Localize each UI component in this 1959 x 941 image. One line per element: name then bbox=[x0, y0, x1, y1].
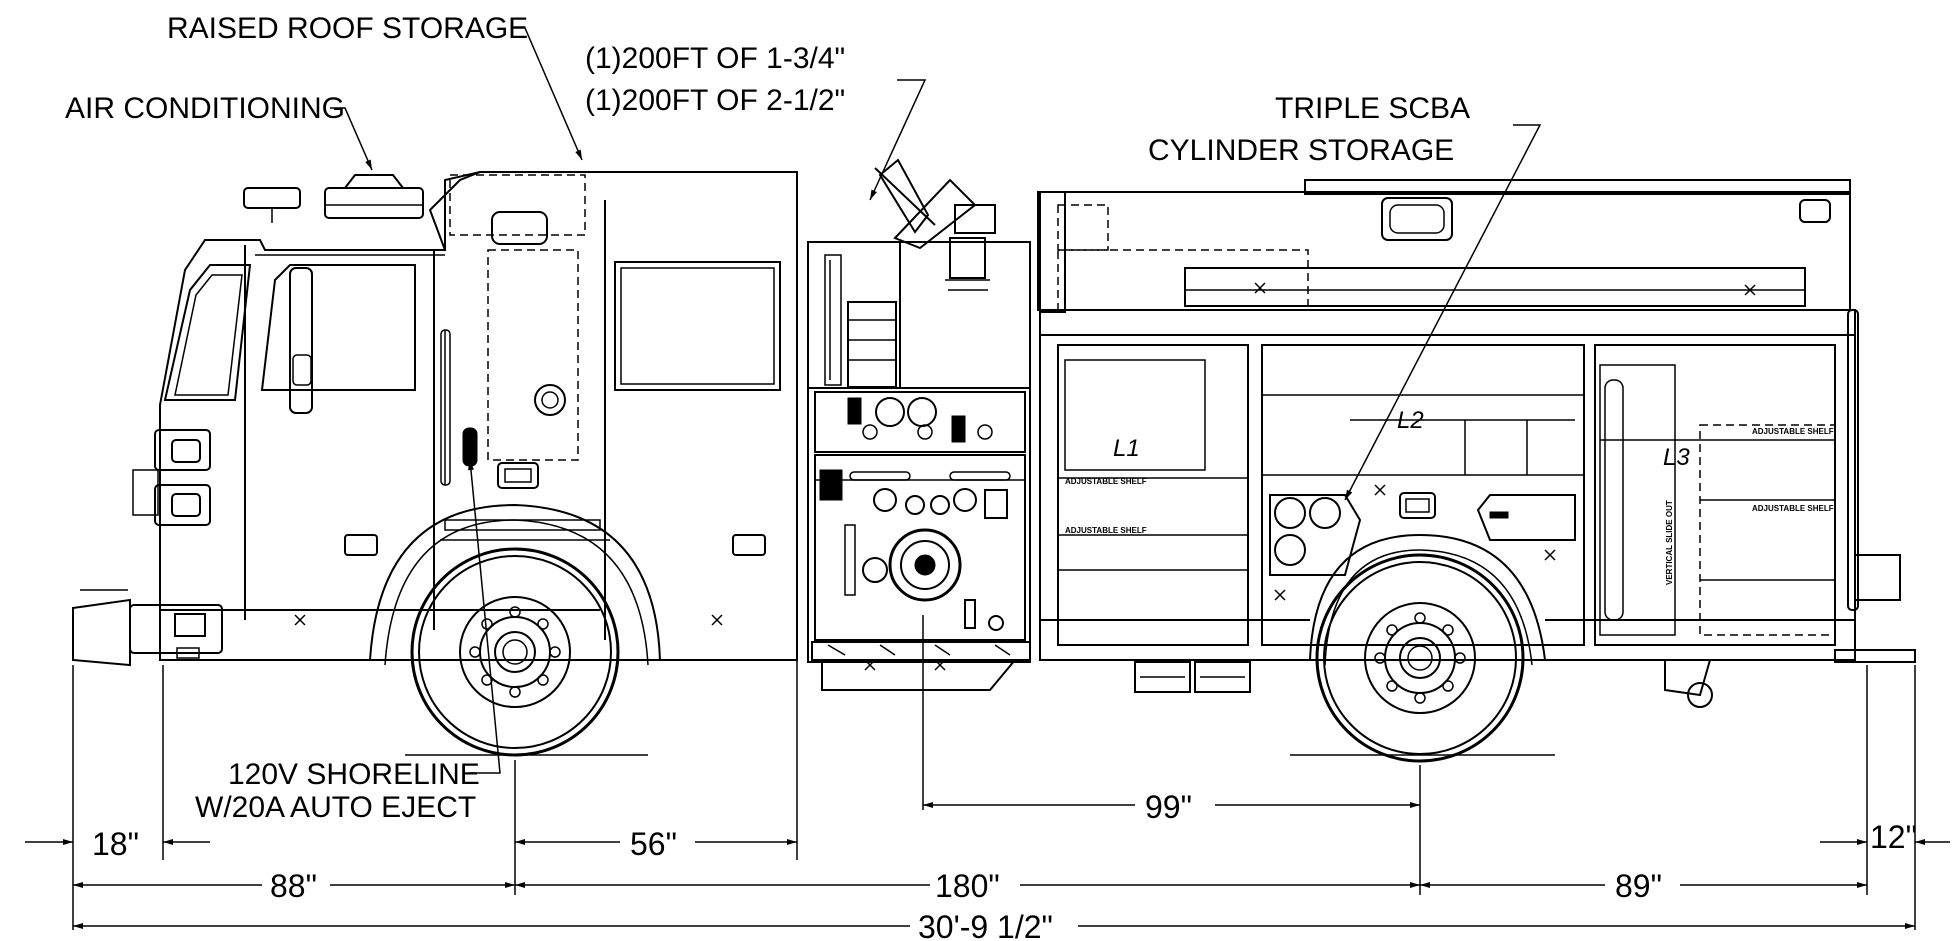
shelf-label: ADJUSTABLE SHELF bbox=[1752, 504, 1834, 513]
slide-out-label: VERTICAL SLIDE OUT bbox=[1665, 500, 1674, 585]
dimension-88-text: 88" bbox=[270, 868, 317, 904]
dimension-89: 89" bbox=[1420, 868, 1867, 904]
dimension-overall: 30'-9 1/2" bbox=[73, 909, 1915, 941]
front-wheel bbox=[410, 547, 620, 757]
dimension-overall-text: 30'-9 1/2" bbox=[918, 909, 1053, 941]
dimension-99: 99" bbox=[923, 789, 1420, 825]
callout-air-conditioning: AIR CONDITIONING bbox=[65, 92, 373, 171]
shelf-label: ADJUSTABLE SHELF bbox=[1065, 477, 1147, 486]
callout-shoreline: 120V SHORELINE W/20A AUTO EJECT bbox=[195, 459, 501, 824]
dimension-12-text: 12" bbox=[1870, 819, 1917, 855]
dimension-180: 180" bbox=[515, 868, 1420, 904]
dimension-99-text: 99" bbox=[1145, 789, 1192, 825]
callout-scba-storage: TRIPLE SCBA CYLINDER STORAGE bbox=[1148, 92, 1542, 501]
callout-hose-text-1: (1)200FT OF 1-3/4" bbox=[585, 42, 845, 75]
rear-wheel bbox=[1315, 553, 1525, 763]
callout-scba-text-1: TRIPLE SCBA bbox=[1275, 92, 1470, 125]
dimension-18-text: 18" bbox=[92, 826, 139, 862]
dimension-180-text: 180" bbox=[935, 868, 1000, 904]
dimension-89-text: 89" bbox=[1615, 868, 1662, 904]
dimension-56: 56" bbox=[515, 826, 797, 862]
dimension-extension-lines bbox=[72, 615, 1916, 930]
shelf-label: ADJUSTABLE SHELF bbox=[1752, 427, 1834, 436]
dimension-18: 18" bbox=[25, 826, 210, 862]
pump-module bbox=[807, 158, 1031, 691]
callout-hose-text-2: (1)200FT OF 2-1/2" bbox=[585, 84, 845, 117]
compartment-label-l2: L2 bbox=[1397, 407, 1424, 434]
compartment-label-l3: L3 bbox=[1663, 444, 1690, 471]
compartment-label-l1: L1 bbox=[1113, 435, 1140, 462]
dimension-88: 88" bbox=[73, 868, 515, 904]
dimension-12: 12" bbox=[1820, 819, 1950, 855]
shelf-label: ADJUSTABLE SHELF bbox=[1065, 526, 1147, 535]
apparatus-body bbox=[294, 179, 1916, 708]
cab bbox=[72, 171, 798, 667]
callout-shoreline-text-2: W/20A AUTO EJECT bbox=[195, 791, 476, 824]
callout-raised-roof-text: RAISED ROOF STORAGE bbox=[167, 12, 528, 45]
callout-raised-roof: RAISED ROOF STORAGE bbox=[167, 12, 583, 161]
callout-shoreline-text-1: 120V SHORELINE bbox=[228, 758, 480, 791]
dimension-56-text: 56" bbox=[630, 826, 677, 862]
callout-hose-load: (1)200FT OF 1-3/4" (1)200FT OF 2-1/2" bbox=[585, 42, 927, 201]
callout-scba-text-2: CYLINDER STORAGE bbox=[1148, 134, 1454, 167]
callout-air-conditioning-text: AIR CONDITIONING bbox=[65, 92, 345, 125]
